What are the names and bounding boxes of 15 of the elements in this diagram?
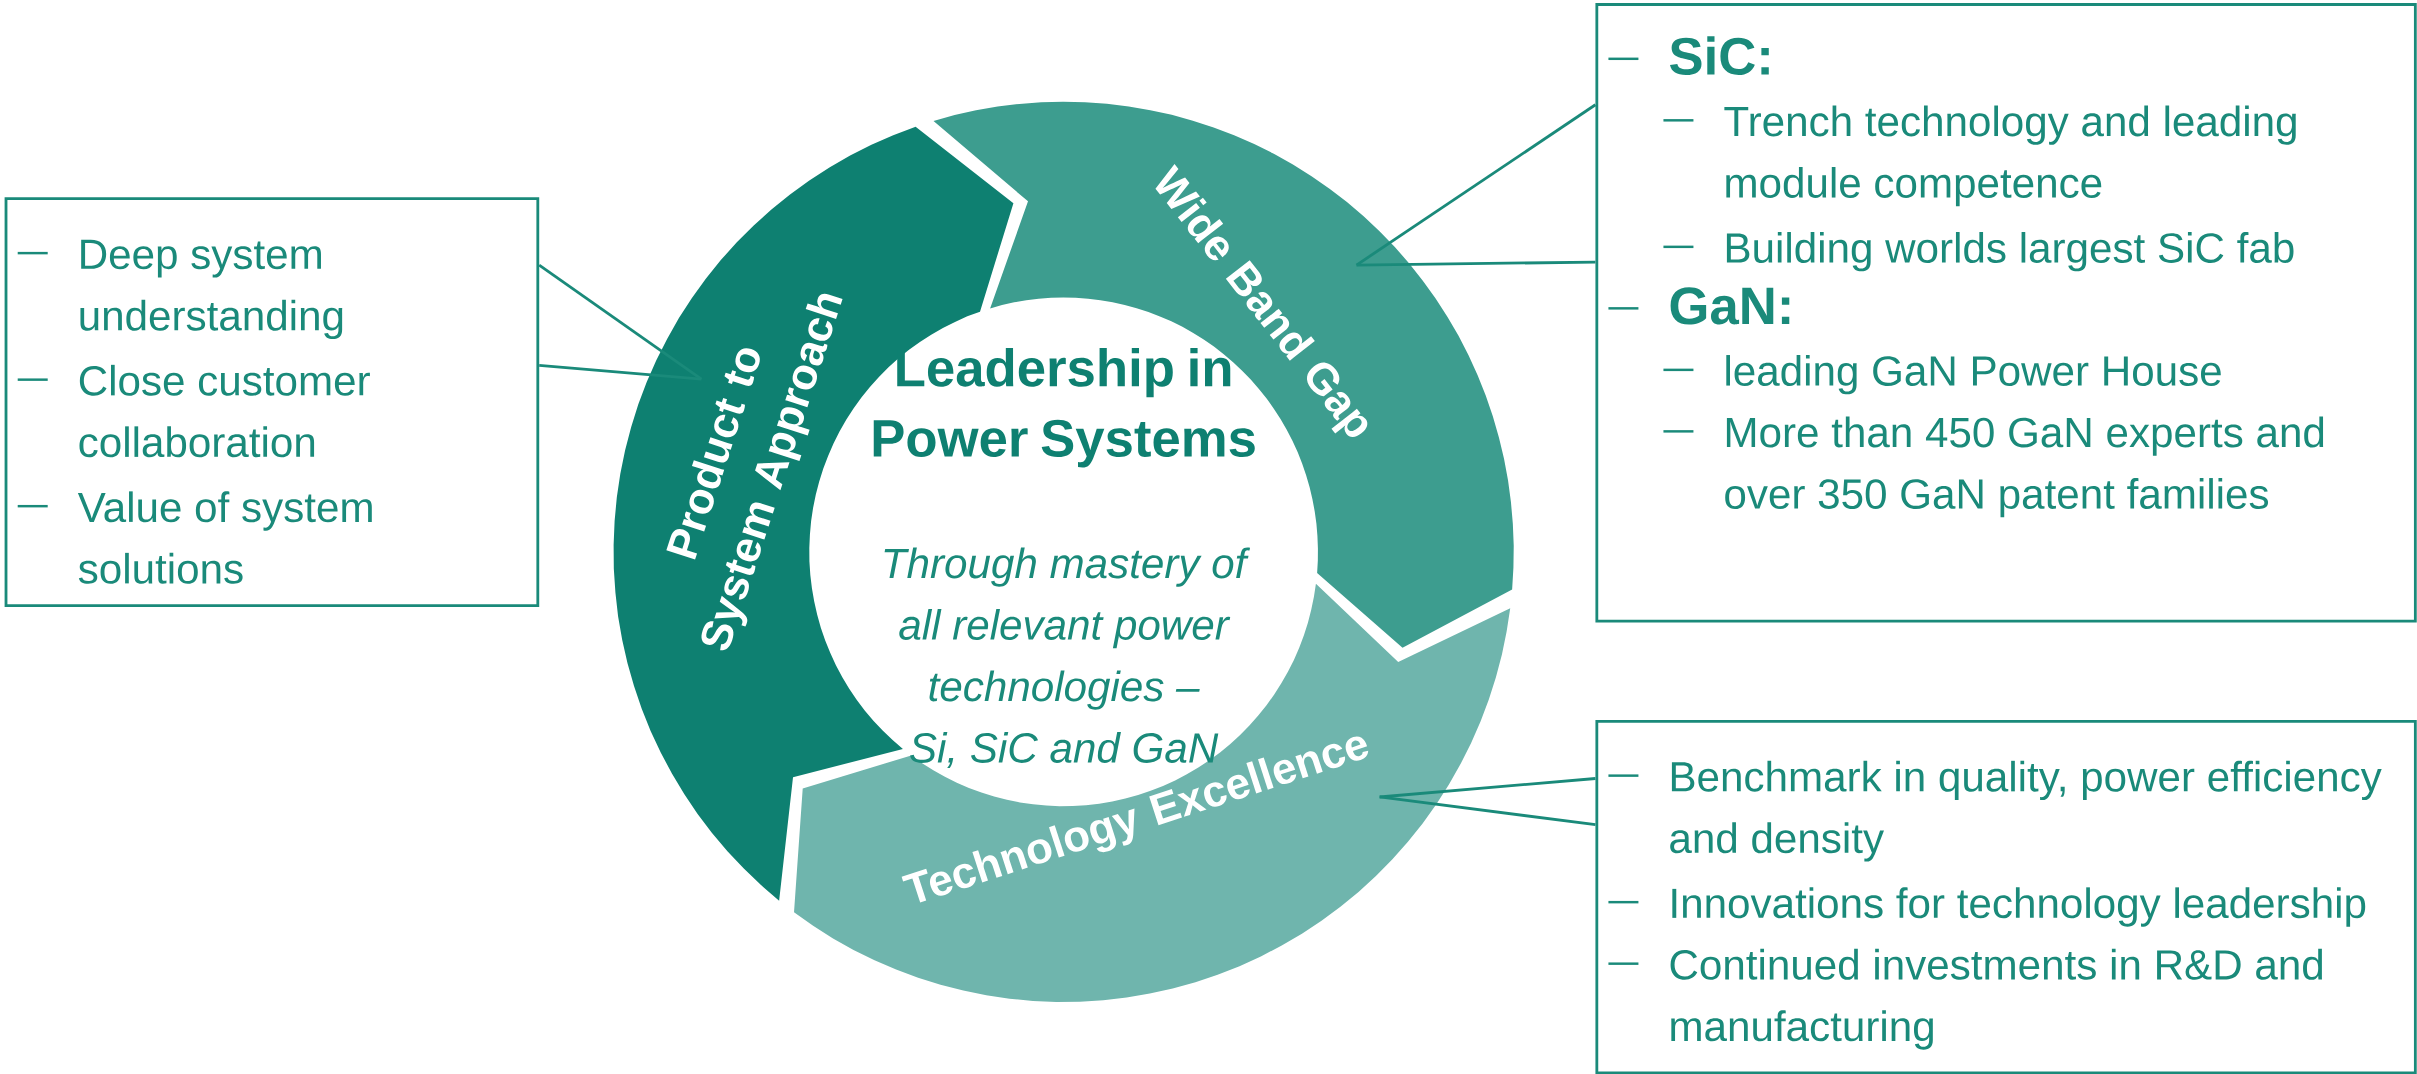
bullet-text: Building worlds largest SiC fab — [1726, 231, 2294, 272]
bullet-text: GaN: — [1670, 287, 1790, 325]
bullet-text: leading GaN Power House — [1726, 354, 2221, 395]
bullet-text: Deep system understanding — [80, 239, 343, 339]
bullet-text: SiC: — [1670, 36, 1769, 75]
callout-box — [1595, 2, 2417, 623]
callout-box — [1595, 719, 2417, 1074]
bullet-text: Close customer collaboration — [79, 364, 370, 458]
bullet-text: Innovations for technology leadership — [1672, 887, 2366, 927]
bullet-text: More than 450 GaN experts and over 350 GaN patent families — [1725, 416, 2324, 518]
bullet-text: Benchmark in quality, power efficiency and density — [1670, 760, 2382, 862]
bullet-text: Trench technology and leading module competence — [1724, 105, 2296, 207]
bullet-text: Value of system solutions — [77, 491, 372, 584]
bullet-text: Continued investments in R&D and manufacturing — [1670, 948, 2322, 1050]
callout-box — [4, 197, 540, 607]
